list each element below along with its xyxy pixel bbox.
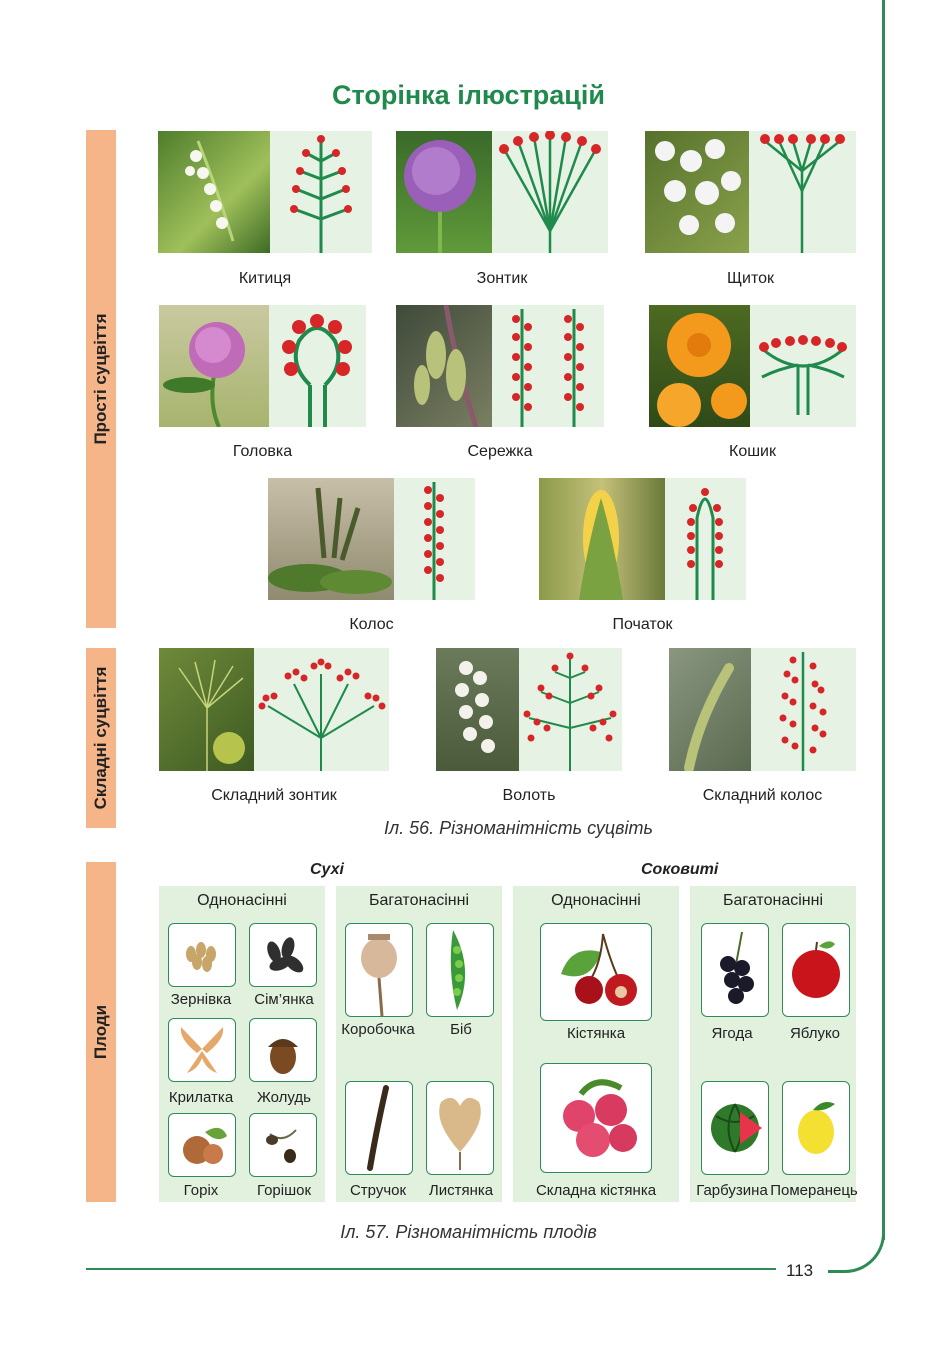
fruit-image-yabluko [782,923,850,1017]
figure-56-caption: Іл. 56. Різноманітність суцвіть [383,818,654,838]
side-tab-simple: Прості суцвіття [86,130,116,628]
caption-kytytsia: Китиця [238,270,292,287]
card-holovka [159,305,366,427]
photo-clover [159,305,269,427]
corner-curve [828,1218,885,1273]
label-zernivka: Зернівка [170,991,232,1008]
label-kistianka: Кістянка [566,1025,626,1042]
diagram-skladnyi-zontyk [254,648,389,771]
fruit-image-krylatka [168,1018,236,1082]
bottom-rule-left [86,1268,776,1270]
photo-catkins [396,305,492,427]
card-kytytsia [158,131,372,253]
caption-zontyk: Зонтик [476,270,528,287]
panel-title: Багатонасінні [723,892,823,909]
photo-pear-blossom [645,131,749,253]
caption-skladnyi-zontyk: Складний зонтик [211,787,337,804]
side-tab-complex: Складні суцвіття [86,648,116,828]
diagram-skladnyi-kolos [751,648,856,771]
diagram-zontyk [492,131,608,253]
side-label-fruits: Плоди [91,1004,110,1060]
panel-juicy-one-seed: Однонасінні Кістянка Складна кістянка [513,886,679,1202]
page-title: Сторінка ілюстрацій [332,80,605,110]
diagram-pochatok [665,478,746,600]
diagram-holovka [269,305,366,427]
card-kolos [268,478,475,600]
label-yahoda: Ягода [711,1025,753,1042]
fruit-image-yahoda [701,923,769,1017]
caption-shchytok: Щиток [727,270,774,287]
diagram-shchytok [749,131,856,253]
caption-pochatok: Початок [612,616,673,633]
panel-title: Однонасінні [551,892,641,909]
panel-juicy-many-seed: Багатонасінні Ягода Яблуко Гарбузина Пом… [690,886,858,1202]
fruit-image-lystianka [426,1081,494,1175]
card-skladnyi-zontyk [159,648,389,771]
diagram-kytytsia [270,131,372,253]
card-zontyk [396,131,608,253]
caption-serezhka: Сережка [467,443,533,460]
group-title-juicy: Соковиті [641,861,719,878]
photo-plantain [268,478,394,600]
diagram-volot [519,648,622,771]
label-skladna-kistianka: Складна кістянка [535,1182,657,1199]
caption-koshyk: Кошик [729,443,776,460]
card-koshyk [649,305,856,427]
fruit-image-skladna-kistianka [540,1063,652,1173]
fruit-image-horikh [168,1113,236,1177]
panel-title: Однонасінні [197,892,287,909]
page-number: 113 [786,1261,814,1280]
panel-dry-one-seed: Однонасінні Зернівка Сім’янка Крилатка Ж… [159,886,325,1202]
fruit-image-bib [426,923,494,1017]
caption-kolos: Колос [349,616,394,633]
photo-calendula [649,305,750,427]
diagram-kolos [394,478,475,600]
label-yabluko: Яблуко [789,1025,841,1042]
label-zholud: Жолудь [256,1089,312,1106]
fruit-image-harbuzyna [701,1081,769,1175]
label-korobochka: Коробочка [341,1021,415,1038]
photo-corn [539,478,665,600]
label-pomeranets: Померанець [770,1182,858,1199]
label-krylatka: Крилатка [168,1089,234,1106]
label-struchok: Стручок [349,1182,407,1199]
panel-title: Багатонасінні [369,892,469,909]
card-serezhka [396,305,604,427]
card-shchytok [645,131,856,253]
photo-wheat [669,648,751,771]
side-tab-fruits: Плоди [86,862,116,1202]
card-volot [436,648,622,771]
caption-skladnyi-kolos: Складний колос [702,787,823,804]
side-label-complex: Складні суцвіття [91,666,110,810]
photo-dill [159,648,254,771]
caption-holovka: Головка [232,443,293,460]
fruit-image-struchok [345,1081,413,1175]
label-simianka: Сім’янка [254,991,314,1008]
fruit-image-horishok [249,1113,317,1177]
fruit-image-pomeranets [782,1081,850,1175]
label-horikh: Горіх [183,1182,219,1199]
label-lystianka: Листянка [428,1182,494,1199]
label-horishok: Горішок [256,1182,312,1199]
right-border-line [882,0,885,1240]
label-harbuzyna: Гарбузина [696,1182,768,1199]
photo-allium [396,131,492,253]
fruit-image-kistianka [540,923,652,1021]
photo-yucca [436,648,519,771]
caption-volot: Волоть [502,787,556,804]
fruit-image-zernivka [168,923,236,987]
fruit-image-zholud [249,1018,317,1082]
diagram-koshyk [750,305,856,427]
side-label-simple: Прості суцвіття [91,313,110,445]
photo-lily-of-valley [158,131,270,253]
panel-dry-many-seed: Багатонасінні Коробочка Біб Стручок Лист… [336,886,502,1202]
card-pochatok [539,478,746,600]
diagram-serezhka [492,305,604,427]
fruit-image-simianka [249,923,317,987]
group-title-dry: Сухі [310,861,344,878]
card-skladnyi-kolos [669,648,856,771]
figure-57-caption: Іл. 57. Різноманітність плодів [340,1222,597,1242]
label-bib: Біб [450,1021,472,1038]
fruit-image-korobochka [345,923,413,1017]
